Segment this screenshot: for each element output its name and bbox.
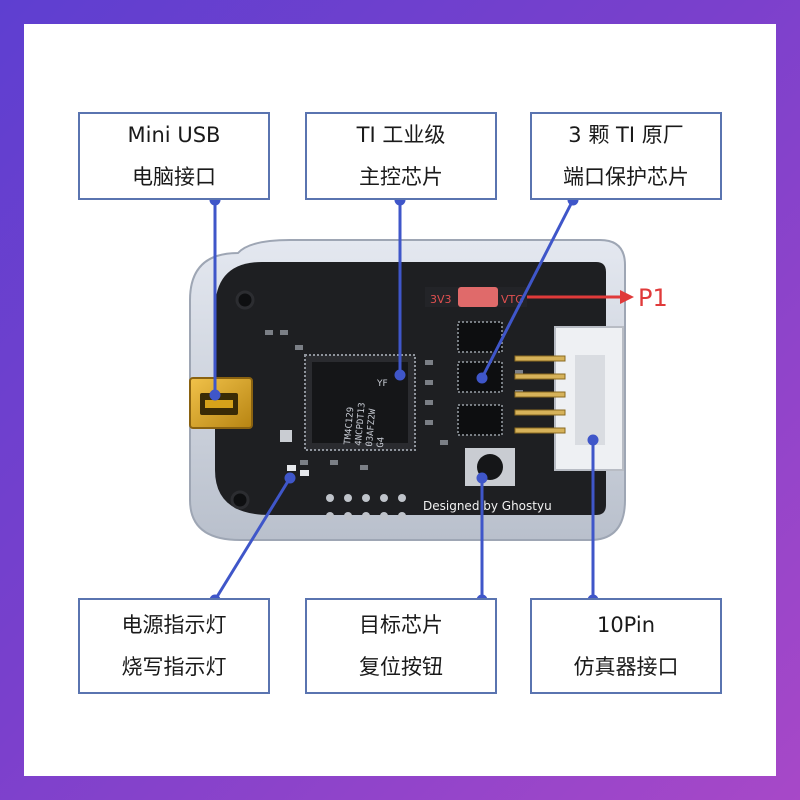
jumper-label-right: VTG <box>501 293 524 306</box>
callout-mini-usb-line1: Mini USB <box>127 123 221 147</box>
callout-reset-line2: 复位按钮 <box>359 655 443 679</box>
pin-header-10pin <box>514 326 624 471</box>
reset-button <box>465 448 515 486</box>
callout-protection-line2: 端口保护芯片 <box>563 165 689 189</box>
silkscreen-credit: Designed by Ghostyu <box>423 499 552 513</box>
mcu-marking-line-2: 4NCPDT13 <box>354 402 368 446</box>
jumper-label-left: 3V3 <box>430 293 452 306</box>
callout-10pin-line2: 仿真器接口 <box>573 655 679 679</box>
mcu-marking-line-4: G4 <box>376 436 387 448</box>
callout-10pin: 10Pin 仿真器接口 <box>530 598 722 694</box>
callout-mcu: TI 工业级 主控芯片 <box>305 112 497 200</box>
protection-chips <box>457 321 503 436</box>
p1-arrow <box>527 290 634 304</box>
callout-mini-usb-line2: 电脑接口 <box>132 165 216 189</box>
callout-leds-line2: 烧写指示灯 <box>121 655 227 679</box>
callout-leds-line1: 电源指示灯 <box>121 613 227 637</box>
mcu-brand-text: YF <box>376 379 388 389</box>
callout-mini-usb: Mini USB 电脑接口 <box>78 112 270 200</box>
callout-reset: 目标芯片 复位按钮 <box>305 598 497 694</box>
callout-protection-line1: 3 颗 TI 原厂 <box>568 123 684 147</box>
callout-reset-line1: 目标芯片 <box>359 613 443 637</box>
callout-mcu-line2: 主控芯片 <box>359 165 443 189</box>
voltage-jumper <box>425 287 527 307</box>
status-leds <box>287 465 309 476</box>
callout-10pin-line1: 10Pin <box>596 613 656 637</box>
debug-pads <box>326 494 406 520</box>
mcu-marking-line-3: 03AFZ2W <box>365 408 378 447</box>
callout-protection: 3 颗 TI 原厂 端口保护芯片 <box>530 112 722 200</box>
mcu-marking-line-1: TM4C129 <box>343 407 356 446</box>
mcu-marking: TM4C129 4NCPDT13 03AFZ2W G4 <box>343 402 387 448</box>
callout-mcu-line1: TI 工业级 <box>356 123 446 147</box>
mini-usb-port <box>189 377 253 429</box>
callout-leds: 电源指示灯 烧写指示灯 <box>78 598 270 694</box>
p1-label: P1 <box>638 284 668 312</box>
